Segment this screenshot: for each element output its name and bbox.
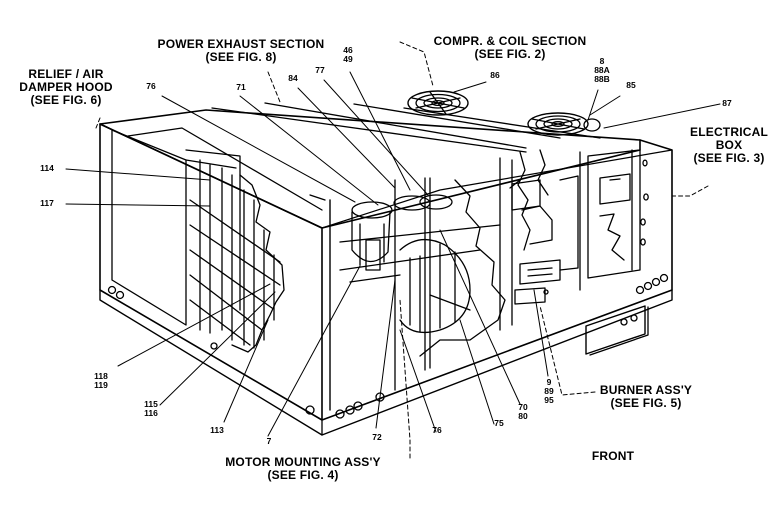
power-exhaust-title: POWER EXHAUST SECTION bbox=[157, 37, 325, 51]
part-number: 80 bbox=[518, 411, 528, 421]
part-number: 115 bbox=[144, 399, 158, 409]
part-number: 88B bbox=[594, 74, 610, 84]
damper-hood bbox=[111, 129, 285, 353]
part-72: 72 bbox=[372, 432, 382, 442]
relief-air-ref: (SEE FIG. 6) bbox=[30, 93, 102, 107]
part-number: 70 bbox=[518, 402, 528, 412]
motor-mounting-ref: (SEE FIG. 4) bbox=[267, 468, 339, 482]
part-number: 46 bbox=[343, 45, 353, 55]
compr-coil-title: COMPR. & COIL SECTION bbox=[433, 34, 587, 48]
electrical-box-subtitle: BOX bbox=[715, 138, 743, 152]
part-9-89-95: 9 89 95 bbox=[540, 378, 558, 405]
part-71: 71 bbox=[236, 82, 246, 92]
part-117: 117 bbox=[40, 198, 54, 208]
burner-assy-title: BURNER ASS'Y bbox=[599, 383, 693, 397]
part-number: 49 bbox=[343, 54, 353, 64]
electrical-box bbox=[579, 149, 649, 291]
power-exhaust-ref: (SEE FIG. 8) bbox=[205, 50, 277, 64]
compr-coil-callout: COMPR. & COIL SECTION (SEE FIG. 2) bbox=[422, 35, 598, 61]
part-87: 87 bbox=[722, 98, 732, 108]
electrical-box-title: ELECTRICAL bbox=[690, 125, 768, 139]
part-84: 84 bbox=[288, 73, 298, 83]
motor-mounting-title: MOTOR MOUNTING ASS'Y bbox=[225, 455, 381, 469]
condenser-fans bbox=[407, 90, 601, 136]
part-76-bottom: 76 bbox=[432, 425, 442, 435]
part-number: 119 bbox=[94, 380, 108, 390]
part-70-80: 70 80 bbox=[514, 403, 532, 421]
relief-air-callout: RELIEF / AIR DAMPER HOOD (SEE FIG. 6) bbox=[12, 68, 120, 107]
burner-assy-ref: (SEE FIG. 5) bbox=[610, 396, 682, 410]
part-8-88a-88b: 8 88A 88B bbox=[590, 57, 614, 84]
leader-lines bbox=[65, 41, 721, 459]
part-77: 77 bbox=[315, 65, 325, 75]
part-85: 85 bbox=[626, 80, 636, 90]
part-number: 95 bbox=[544, 395, 554, 405]
part-number: 118 bbox=[94, 371, 108, 381]
front-label: FRONT bbox=[591, 449, 635, 463]
relief-air-title: RELIEF / AIR bbox=[28, 67, 104, 81]
part-75: 75 bbox=[494, 418, 504, 428]
part-86: 86 bbox=[490, 70, 500, 80]
part-46-49: 46 49 bbox=[338, 46, 358, 64]
part-118-119: 118 119 bbox=[90, 372, 112, 390]
left-panel-detail bbox=[127, 127, 326, 211]
part-113: 113 bbox=[210, 425, 224, 435]
access-panel bbox=[585, 305, 649, 356]
part-number: 8 bbox=[599, 56, 605, 66]
motor-mounting-callout: MOTOR MOUNTING ASS'Y (SEE FIG. 4) bbox=[198, 456, 408, 482]
compr-coil-ref: (SEE FIG. 2) bbox=[474, 47, 546, 61]
electrical-box-ref: (SEE FIG. 3) bbox=[693, 151, 765, 165]
part-number: 89 bbox=[544, 386, 554, 396]
part-number: 116 bbox=[144, 408, 158, 418]
part-114: 114 bbox=[40, 163, 54, 173]
part-number: 9 bbox=[546, 377, 552, 387]
burner-assy-callout: BURNER ASS'Y (SEE FIG. 5) bbox=[594, 384, 698, 410]
part-number: 88A bbox=[594, 65, 610, 75]
part-76-top: 76 bbox=[146, 81, 156, 91]
power-exhaust-callout: POWER EXHAUST SECTION (SEE FIG. 8) bbox=[142, 38, 340, 64]
electrical-box-callout: ELECTRICAL BOX (SEE FIG. 3) bbox=[680, 126, 778, 165]
damper-hood-title: DAMPER HOOD bbox=[19, 80, 113, 94]
blower-section bbox=[329, 177, 506, 411]
burner-section bbox=[499, 149, 579, 331]
part-115-116: 115 116 bbox=[140, 400, 162, 418]
part-7: 7 bbox=[266, 436, 272, 446]
